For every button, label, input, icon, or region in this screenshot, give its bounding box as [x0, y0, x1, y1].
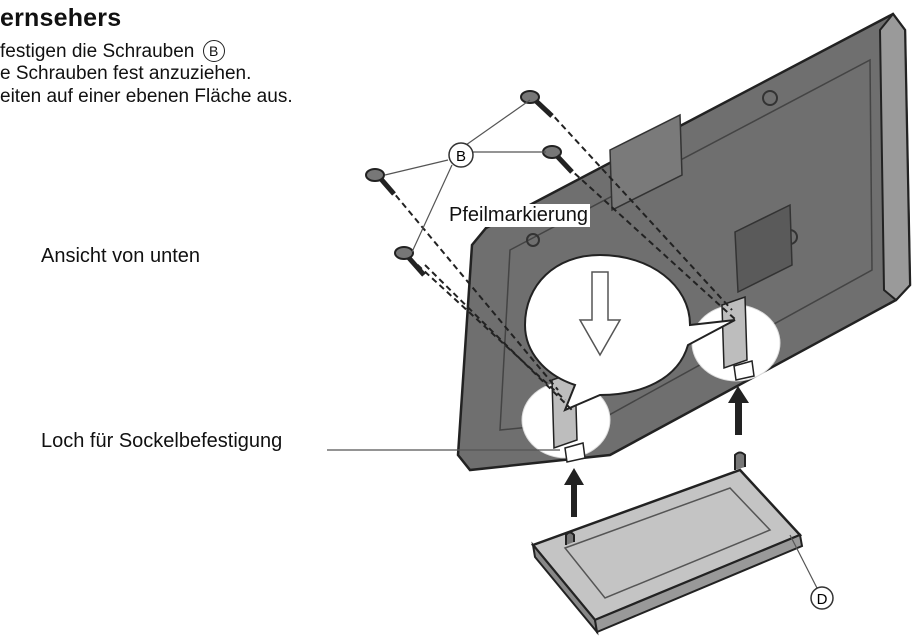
- tv-back-panel: [456, 12, 912, 472]
- callout-d-label: D: [817, 591, 828, 608]
- arrow-marking-label: Pfeilmarkierung: [447, 204, 590, 227]
- screw-icon: [542, 145, 574, 174]
- instruction-line-1: festigen die Schrauben B: [0, 40, 225, 63]
- arrow-callout-bubble: [523, 253, 736, 412]
- screw-icon: [520, 90, 554, 118]
- screw-paths: [382, 109, 737, 411]
- view-label: Ansicht von unten: [41, 245, 200, 267]
- bracket-right: [721, 295, 755, 381]
- up-arrow-icon: [564, 468, 584, 517]
- instruction-line-2: e Schrauben fest anzuziehen.: [0, 63, 252, 84]
- pedestal-base: [530, 451, 804, 636]
- callout-b-label: B: [456, 148, 466, 165]
- callout-b-lines: [384, 99, 546, 253]
- callout-b-circle: [448, 142, 474, 168]
- instruction-line-1-text: festigen die Schrauben: [0, 41, 195, 62]
- down-arrow-icon: [578, 271, 622, 357]
- screw-icon: [365, 168, 396, 196]
- hole-label: Loch für Sockelbefestigung: [41, 430, 283, 452]
- instruction-line-3: eiten auf einer ebenen Fläche aus.: [0, 86, 293, 107]
- screw-icon: [394, 246, 426, 277]
- up-arrow-icon: [728, 386, 749, 435]
- section-title: ernsehers: [0, 4, 122, 32]
- callout-d-circle: [810, 586, 834, 610]
- callout-d-line: [789, 534, 819, 591]
- screw-b-marker: B: [202, 40, 225, 62]
